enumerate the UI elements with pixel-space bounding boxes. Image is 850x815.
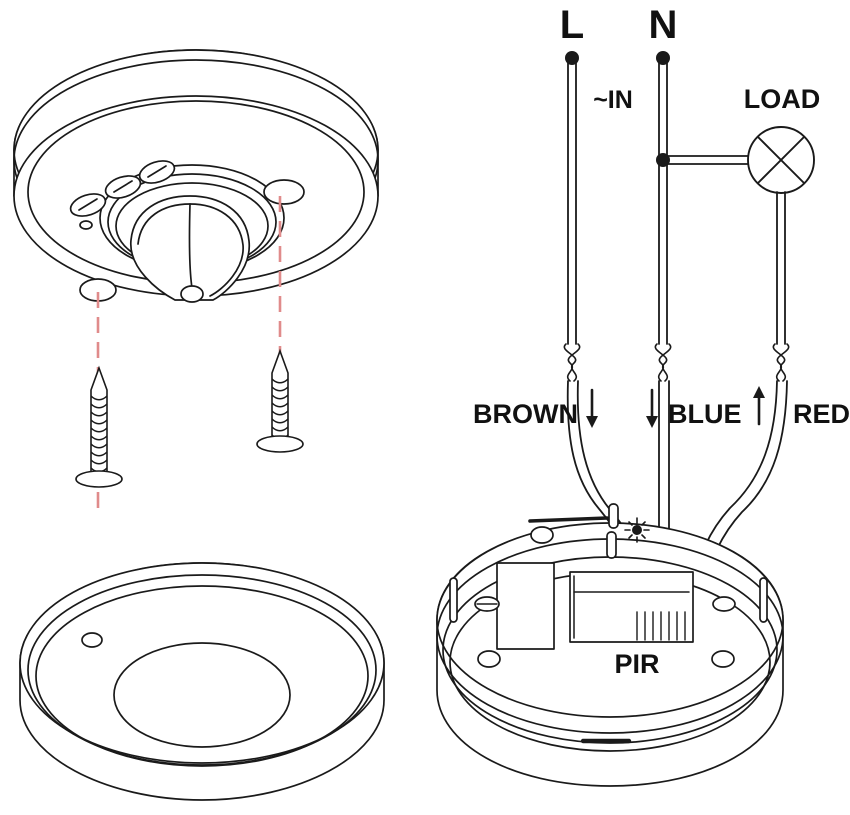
label-blue-wire: BLUE: [668, 399, 742, 429]
adjust-screw-1-slot: [78, 198, 98, 211]
screw-right-threads: [271, 378, 289, 440]
potentiometer-slot-lower[interactable]: [606, 531, 617, 559]
load-output-wire: [776, 191, 786, 345]
base-ring-cable-hole: [81, 632, 103, 648]
label-red-wire: RED: [793, 399, 850, 429]
arrow-red-head: [753, 386, 765, 398]
adjust-screw-2-slot: [113, 180, 133, 193]
arrow-brown-head: [586, 416, 598, 428]
splice-blue-twist-a: [654, 343, 669, 382]
splice-connector-red: [772, 343, 790, 382]
terminal-contacts: [636, 611, 686, 641]
base-mount-hole-left: [477, 650, 501, 668]
potentiometer-slot-upper[interactable]: [608, 503, 619, 529]
splice-red-twist-b: [775, 343, 790, 382]
splice-brown-twist-b: [566, 343, 581, 382]
load-lamp-symbol: [747, 126, 815, 194]
label-ac-input: ~IN: [593, 86, 633, 114]
splice-red-twist-a: [772, 343, 787, 382]
adjustment-screw-group[interactable]: [68, 157, 177, 220]
pcb-component-block: [496, 562, 555, 650]
mounting-screw-left: [75, 365, 123, 488]
base-top-rib: [528, 516, 609, 523]
terminal-block-pir[interactable]: [569, 571, 694, 643]
screw-hole-right: [263, 179, 305, 205]
splice-blue-twist-b: [657, 343, 672, 382]
pir-fresnel-seam: [188, 203, 193, 289]
base-ring-top-inner: [27, 574, 377, 766]
splice-connector-brown: [563, 343, 581, 382]
base-screw-boss-right: [712, 596, 736, 612]
base-vent-slot-left: [449, 577, 458, 623]
splice-connector-blue: [654, 343, 672, 382]
splice-brown-twist-a: [563, 343, 578, 382]
pir-dome-tip: [180, 285, 204, 303]
adjust-screw-3-slot: [147, 165, 167, 178]
base-mount-hole-top: [530, 526, 554, 544]
mounting-base-ring: [19, 562, 385, 801]
live-supply-wire: [565, 51, 579, 345]
sensor-base-unit: [436, 503, 784, 787]
base-ring-lip: [35, 585, 369, 767]
arrow-brown-down: [586, 388, 598, 428]
arrow-blue-head: [646, 416, 658, 428]
neutral-supply-wire: [656, 51, 670, 345]
terminal-block-body[interactable]: [569, 571, 694, 643]
indicator-led-hole: [79, 220, 93, 230]
base-ring-center-opening: [113, 642, 291, 748]
wire-direction-arrows: [586, 386, 765, 428]
arrow-blue-down: [646, 388, 658, 428]
label-load: LOAD: [744, 84, 821, 114]
label-neutral: N: [649, 3, 678, 47]
neutral-to-load-branch: [664, 155, 749, 165]
screw-left-threads: [90, 395, 108, 473]
sensor-head-assembly: [13, 49, 379, 303]
pir-fresnel-dome-inner: [137, 203, 244, 297]
base-mount-hole-right: [711, 650, 735, 668]
sun-icon: [624, 517, 650, 543]
label-pir: PIR: [614, 649, 659, 679]
label-brown-wire: BROWN: [473, 399, 578, 429]
load-lamp-cross-2: [757, 136, 805, 184]
brightness-adjust-group[interactable]: [606, 503, 650, 559]
mounting-screw-right: [256, 348, 304, 453]
label-live: L: [560, 3, 584, 47]
screw-left-head: [75, 470, 123, 488]
screw-right-head: [256, 435, 304, 453]
arrow-red-up: [753, 386, 765, 426]
sun-icon-core: [632, 525, 642, 535]
base-vent-slot-right: [759, 577, 768, 623]
